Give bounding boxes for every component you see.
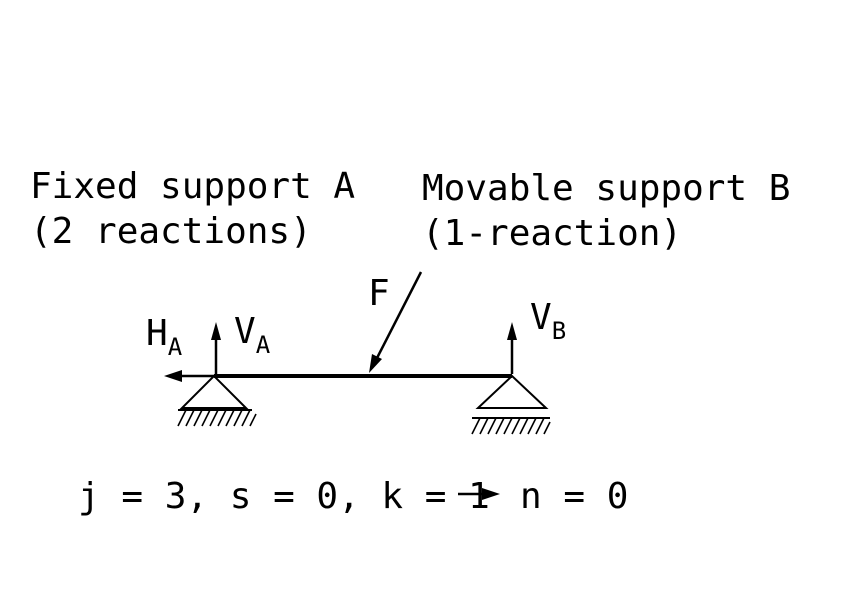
equation-left: j = 3, s = 0, k = 1 <box>78 476 490 517</box>
reaction-ha-label: HA <box>146 313 183 361</box>
reaction-vb-label: VB <box>530 297 566 345</box>
support-b-reactions: (1-reaction) <box>422 213 682 254</box>
equation-arrow-icon <box>458 488 500 500</box>
fixed-support-a <box>177 374 257 427</box>
reaction-vb-arrow <box>507 322 517 374</box>
support-a-reactions: (2 reactions) <box>30 211 312 252</box>
force-f-label: F <box>368 273 390 314</box>
force-f-arrow <box>369 271 423 373</box>
reaction-va-label: VA <box>234 311 271 359</box>
reaction-ha-arrow <box>164 370 214 382</box>
support-b-title: Movable support B <box>422 168 790 209</box>
movable-support-b <box>471 374 551 435</box>
reaction-va-arrow <box>211 322 221 374</box>
support-a-title: Fixed support A <box>30 166 355 207</box>
ground-hatch-a <box>177 409 257 427</box>
ground-hatch-b <box>471 417 551 435</box>
equation-right: n = 0 <box>520 476 628 517</box>
